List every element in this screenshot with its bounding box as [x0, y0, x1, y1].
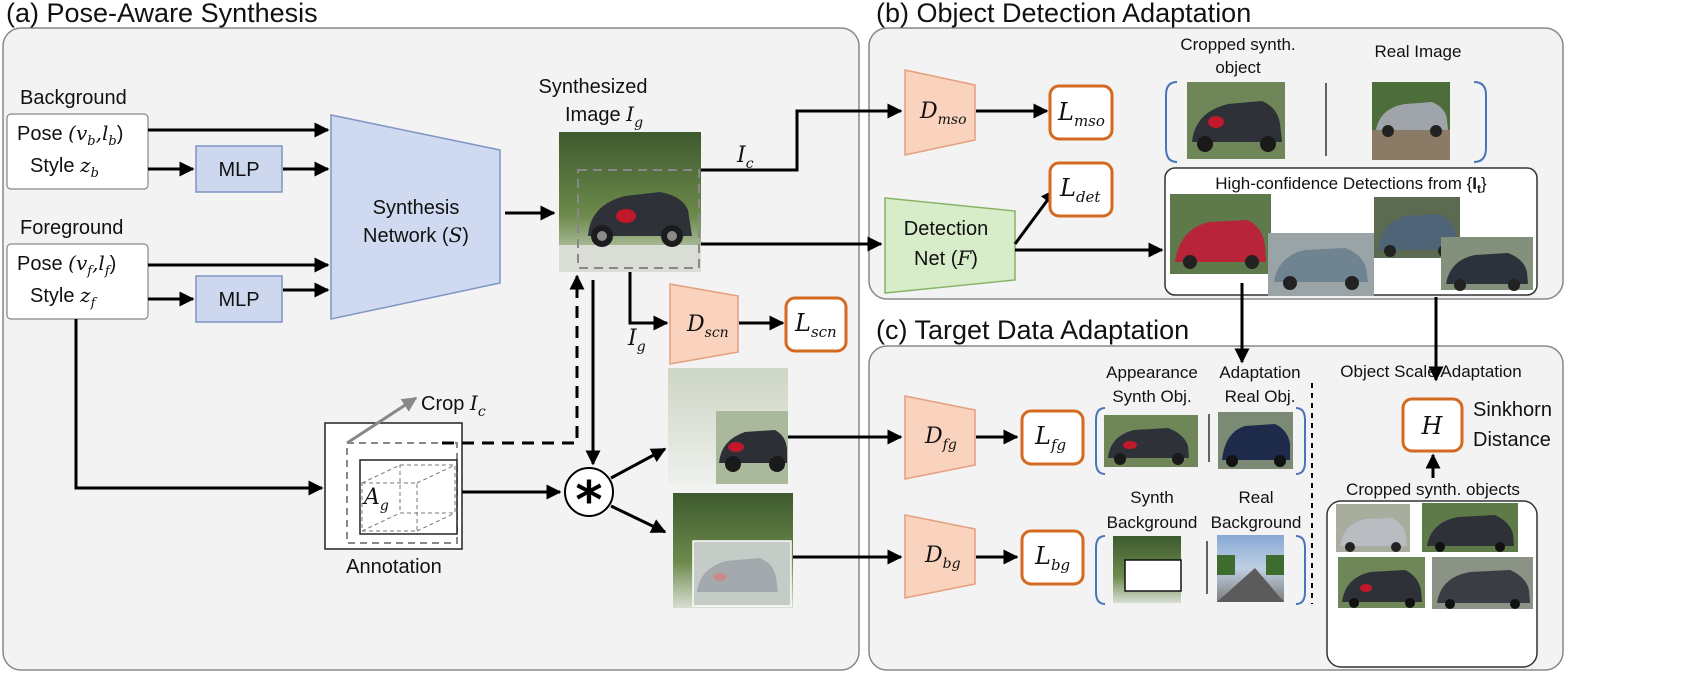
arrow-fg-to-annotation — [74, 319, 324, 496]
annotation-inner-box — [359, 459, 458, 535]
synthesis-network-line1: Synthesis — [373, 197, 460, 219]
detections-title: High-confidence Detections from {It} — [1215, 174, 1487, 196]
cropped-object-photo-4 — [1432, 557, 1533, 609]
sinkhorn-line1: Sinkhorn — [1473, 399, 1552, 421]
loss-det — [1048, 161, 1114, 218]
annotation-label: Annotation — [346, 556, 442, 578]
crop-label: Crop Ic — [421, 391, 486, 420]
loss-mso-label: Lmso — [1057, 98, 1105, 130]
synth-background-label: Background — [1107, 513, 1198, 532]
arrow-compose-to-bg — [610, 504, 667, 534]
ic-label: Ic — [736, 143, 754, 172]
loss-bg — [1020, 529, 1085, 586]
sinkhorn-line2: Distance — [1473, 429, 1551, 451]
composed-foreground-image — [668, 368, 788, 484]
section-title-b: (b) Object Detection Adaptation — [876, 0, 1251, 28]
arrow-ic-to-dmso — [701, 103, 903, 172]
loss-bg-label: Lbg — [1034, 542, 1070, 574]
section-title-c: (c) Target Data Adaptation — [876, 315, 1189, 345]
loss-fg-label: Lfg — [1034, 422, 1066, 454]
adaptation-label: Adaptation — [1219, 363, 1300, 382]
bracket-left-bg — [1095, 535, 1106, 605]
synthesized-image-line1: Synthesized — [539, 76, 648, 98]
discriminator-mso-label: Dmso — [919, 99, 967, 128]
synth-label: Synth — [1130, 488, 1173, 507]
bracket-right-fg — [1295, 407, 1306, 475]
background-input-box — [6, 113, 149, 190]
cropped-synth-object-line1: Cropped synth. — [1180, 35, 1295, 54]
synthesis-network-line2: Network (S) — [363, 223, 469, 247]
real-obj-label: Real Obj. — [1225, 387, 1296, 406]
arrow-det-to-ldet — [1013, 188, 1057, 245]
discriminator-fg — [904, 395, 976, 480]
cropped-object-photo-3 — [1338, 557, 1425, 608]
discriminator-bg-label: Dbg — [924, 543, 961, 572]
bracket-left-b — [1165, 81, 1178, 163]
arrow-ig-to-dscn — [628, 272, 669, 331]
real-image-photo — [1372, 82, 1450, 160]
background-style: Style zb — [30, 153, 99, 181]
detection-net — [884, 197, 1016, 294]
annotation-ag-label: Ag — [362, 485, 389, 514]
detection-net-line1: Detection — [904, 218, 989, 240]
background-pose: Pose (vb,lb) — [17, 121, 123, 149]
mlp-label-foreground: MLP — [218, 289, 259, 311]
loss-mso — [1048, 84, 1114, 141]
arrow-crop — [346, 396, 418, 445]
cropped-synth-object-photo — [1187, 82, 1285, 159]
appearance-label: Appearance — [1106, 363, 1198, 382]
background-label: Background — [20, 87, 127, 109]
cropped-synth-objects-label: Cropped synth. objects — [1346, 480, 1520, 499]
synth-background-photo — [1113, 536, 1182, 603]
synthesized-image-photo — [559, 132, 701, 272]
bracket-right-bg — [1295, 535, 1306, 605]
loss-det-label: Ldet — [1059, 174, 1101, 206]
mlp-box-foreground — [195, 275, 283, 323]
cropped-object-photo-2 — [1422, 503, 1518, 552]
mlp-box-background — [195, 145, 283, 193]
bracket-left-fg — [1095, 407, 1106, 475]
arrow-annotation-to-synth — [442, 274, 585, 445]
discriminator-mso — [904, 69, 976, 156]
real-image-label: Real Image — [1375, 42, 1462, 61]
cropped-object-photo-1 — [1336, 504, 1410, 552]
arrow-compose-to-fg — [610, 447, 667, 480]
annotation-3d-box — [361, 464, 456, 532]
real-background-label: Background — [1211, 513, 1302, 532]
detection-net-line2: Net (F) — [914, 246, 978, 270]
synth-obj-photo — [1104, 415, 1198, 467]
cropped-synth-object-line2: object — [1215, 58, 1261, 77]
discriminator-bg — [904, 514, 976, 599]
foreground-style: Style zf — [30, 283, 98, 311]
discriminator-fg-label: Dfg — [924, 424, 957, 453]
discriminator-scn — [669, 283, 739, 365]
loss-scn-label: Lscn — [794, 309, 837, 341]
real-label: Real — [1239, 488, 1274, 507]
detection-photo-2 — [1268, 233, 1374, 296]
ig-label: Ig — [627, 326, 646, 355]
synthesis-network — [330, 114, 501, 320]
sinkhorn-h-label: H — [1421, 412, 1444, 440]
loss-fg — [1020, 409, 1085, 466]
composed-background-image — [673, 493, 793, 608]
discriminator-scn-label: Dscn — [686, 312, 729, 341]
real-obj-photo — [1218, 412, 1293, 469]
compose-operator-glyph: * — [575, 471, 602, 531]
detection-photo-4 — [1441, 237, 1533, 291]
synthesized-image-line2: Image Ig — [565, 102, 643, 131]
mlp-label-background: MLP — [218, 159, 259, 181]
detection-photo-1 — [1170, 194, 1271, 274]
sinkhorn-h-box — [1401, 397, 1464, 453]
foreground-label: Foreground — [20, 217, 123, 239]
loss-scn — [784, 296, 848, 353]
synth-obj-label: Synth Obj. — [1112, 387, 1191, 406]
compose-operator — [564, 467, 614, 517]
section-title-a: (a) Pose-Aware Synthesis — [6, 0, 318, 28]
real-background-photo — [1217, 535, 1284, 602]
object-scale-label: Object Scale Adaptation — [1340, 362, 1521, 381]
bracket-right-b — [1473, 81, 1487, 163]
foreground-pose: Pose (vf,lf) — [17, 251, 116, 279]
